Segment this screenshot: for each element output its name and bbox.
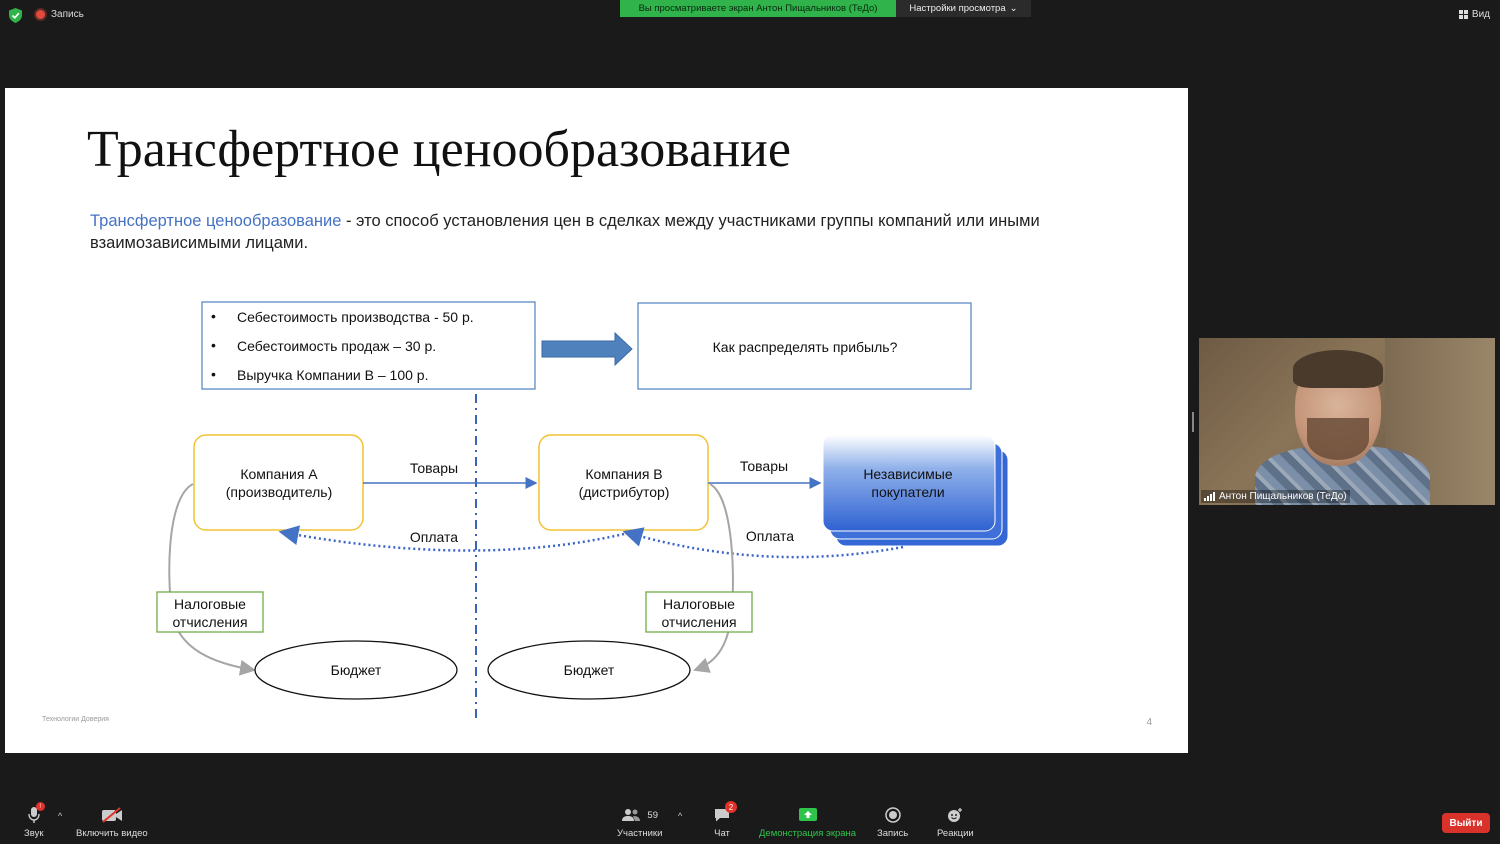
- bullet-3: Выручка Компании В – 100 р.: [237, 367, 428, 383]
- tax-box-b: [645, 591, 753, 633]
- participant-beard: [1307, 418, 1369, 460]
- budget-label-a: Бюджет: [331, 662, 382, 678]
- share-screen-label: Демонстрация экрана: [759, 828, 857, 839]
- participants-options-caret[interactable]: ^: [678, 811, 683, 821]
- bullet-marker: •: [211, 308, 216, 324]
- participant-video[interactable]: Антон Пищальников (ТеДо): [1199, 338, 1495, 505]
- participants-label: Участники: [617, 828, 663, 839]
- participants-icon: [622, 809, 641, 821]
- share-screen-button[interactable]: Демонстрация экрана: [759, 805, 856, 839]
- tax-a-line-2: отчисления: [172, 614, 247, 630]
- grid-view-icon: [1458, 10, 1468, 19]
- company-a-name: Компания А: [240, 466, 318, 482]
- recording-label: Запись: [51, 9, 84, 20]
- video-off-icon: [101, 807, 122, 823]
- chevron-down-icon: ⌄: [1009, 3, 1018, 14]
- shared-slide: Трансфертное ценообразование Трансфертно…: [5, 88, 1188, 753]
- definition-rest: - это способ установления цен в сделках …: [90, 212, 1040, 252]
- record-label: Запись: [877, 828, 909, 839]
- payment-arrow-b-a: [278, 525, 625, 552]
- right-block-arrow: [541, 331, 633, 367]
- view-settings-button[interactable]: Настройки просмотра ⌄: [896, 0, 1031, 17]
- reactions-button[interactable]: Реакции: [937, 805, 974, 839]
- slide-footer: Технологии Доверия: [42, 716, 109, 723]
- bullet-1: Себестоимость производства - 50 р.: [237, 309, 474, 325]
- audio-options-caret[interactable]: ^: [58, 811, 63, 821]
- leave-label: Выйти: [1449, 817, 1483, 829]
- budget-ellipse-b: [487, 640, 691, 700]
- view-label: Вид: [1471, 9, 1490, 20]
- company-b-box: [538, 434, 709, 531]
- question-text: Как распределять прибыль?: [713, 339, 898, 355]
- budget-ellipse-a: [254, 640, 458, 700]
- company-a-role: (производитель): [226, 484, 333, 500]
- chat-icon: [715, 809, 729, 822]
- chat-button[interactable]: 2 Чат: [713, 801, 737, 839]
- budget-label-b: Бюджет: [564, 662, 615, 678]
- audio-label: Звук: [24, 828, 44, 839]
- screen-share-banner: Вы просматриваете экран Антон Пищальнико…: [620, 0, 896, 17]
- company-b-role: (дистрибутор): [579, 484, 670, 500]
- bullet-marker: •: [211, 366, 216, 382]
- company-a-box: [193, 434, 364, 531]
- goods-label-2: Товары: [740, 458, 788, 474]
- view-button[interactable]: Вид: [1458, 9, 1490, 20]
- transfer-pricing-diagram: • Себестоимость производства - 50 р. • С…: [156, 301, 1009, 718]
- payment-arrow-buyers-b: [622, 527, 904, 559]
- payment-label-1: Оплата: [410, 529, 458, 545]
- participant-name: Антон Пищальников (ТеДо): [1219, 491, 1347, 502]
- company-b-name: Компания В: [585, 466, 662, 482]
- tax-box-a: [156, 591, 264, 633]
- buyers-line-2: покупатели: [871, 484, 944, 500]
- tax-a-line-1: Налоговые: [174, 596, 246, 612]
- top-bar: Запись Вы просматриваете экран Антон Пищ…: [0, 0, 1500, 32]
- reactions-icon: [948, 808, 963, 822]
- buyers-line-1: Независимые: [863, 466, 953, 482]
- share-banner-text: Вы просматриваете экран Антон Пищальнико…: [638, 3, 878, 14]
- reactions-label: Реакции: [937, 828, 974, 839]
- question-box: [637, 302, 972, 390]
- signal-bars-icon: [1204, 492, 1215, 501]
- video-button[interactable]: Включить видео: [76, 805, 148, 839]
- tax-b-line-2: отчисления: [661, 614, 736, 630]
- goods-label-1: Товары: [410, 460, 458, 476]
- cost-info-box: [201, 301, 536, 390]
- leave-meeting-button[interactable]: Выйти: [1442, 813, 1490, 833]
- recording-indicator[interactable]: Запись: [36, 9, 84, 20]
- buyers-box: [822, 434, 996, 532]
- chat-unread-badge: 2: [725, 801, 737, 813]
- payment-label-2: Оплата: [746, 528, 794, 544]
- definition-text: Трансфертное ценообразование - это спосо…: [90, 210, 1050, 254]
- chat-label: Чат: [714, 828, 730, 839]
- record-button[interactable]: Запись: [877, 805, 908, 839]
- audio-button[interactable]: ! Звук: [24, 802, 45, 839]
- shield-icon[interactable]: [9, 8, 22, 23]
- slide-page-number: 4: [1146, 717, 1152, 728]
- record-dot-icon: [36, 10, 45, 19]
- bullet-marker: •: [211, 337, 216, 353]
- view-settings-label: Настройки просмотра: [909, 3, 1006, 14]
- audio-warning-badge: !: [35, 802, 45, 811]
- bullet-2: Себестоимость продаж – 30 р.: [237, 338, 436, 354]
- microphone-icon: [28, 807, 40, 823]
- slide-title: Трансфертное ценообразование: [87, 121, 791, 178]
- share-screen-icon: [798, 808, 817, 821]
- participant-hair: [1293, 350, 1383, 388]
- participants-button[interactable]: 59 Участники: [617, 805, 662, 839]
- definition-term: Трансфертное ценообразование: [90, 212, 342, 230]
- participants-count: 59: [647, 809, 658, 821]
- panel-resize-handle[interactable]: [1192, 412, 1194, 432]
- record-icon: [884, 807, 901, 823]
- video-label: Включить видео: [76, 828, 148, 839]
- tax-b-line-1: Налоговые: [663, 596, 735, 612]
- meeting-toolbar: ! Звук ^ Включить видео 59 Участники ^: [0, 795, 1500, 844]
- participant-name-tag: Антон Пищальников (ТеДо): [1201, 490, 1350, 503]
